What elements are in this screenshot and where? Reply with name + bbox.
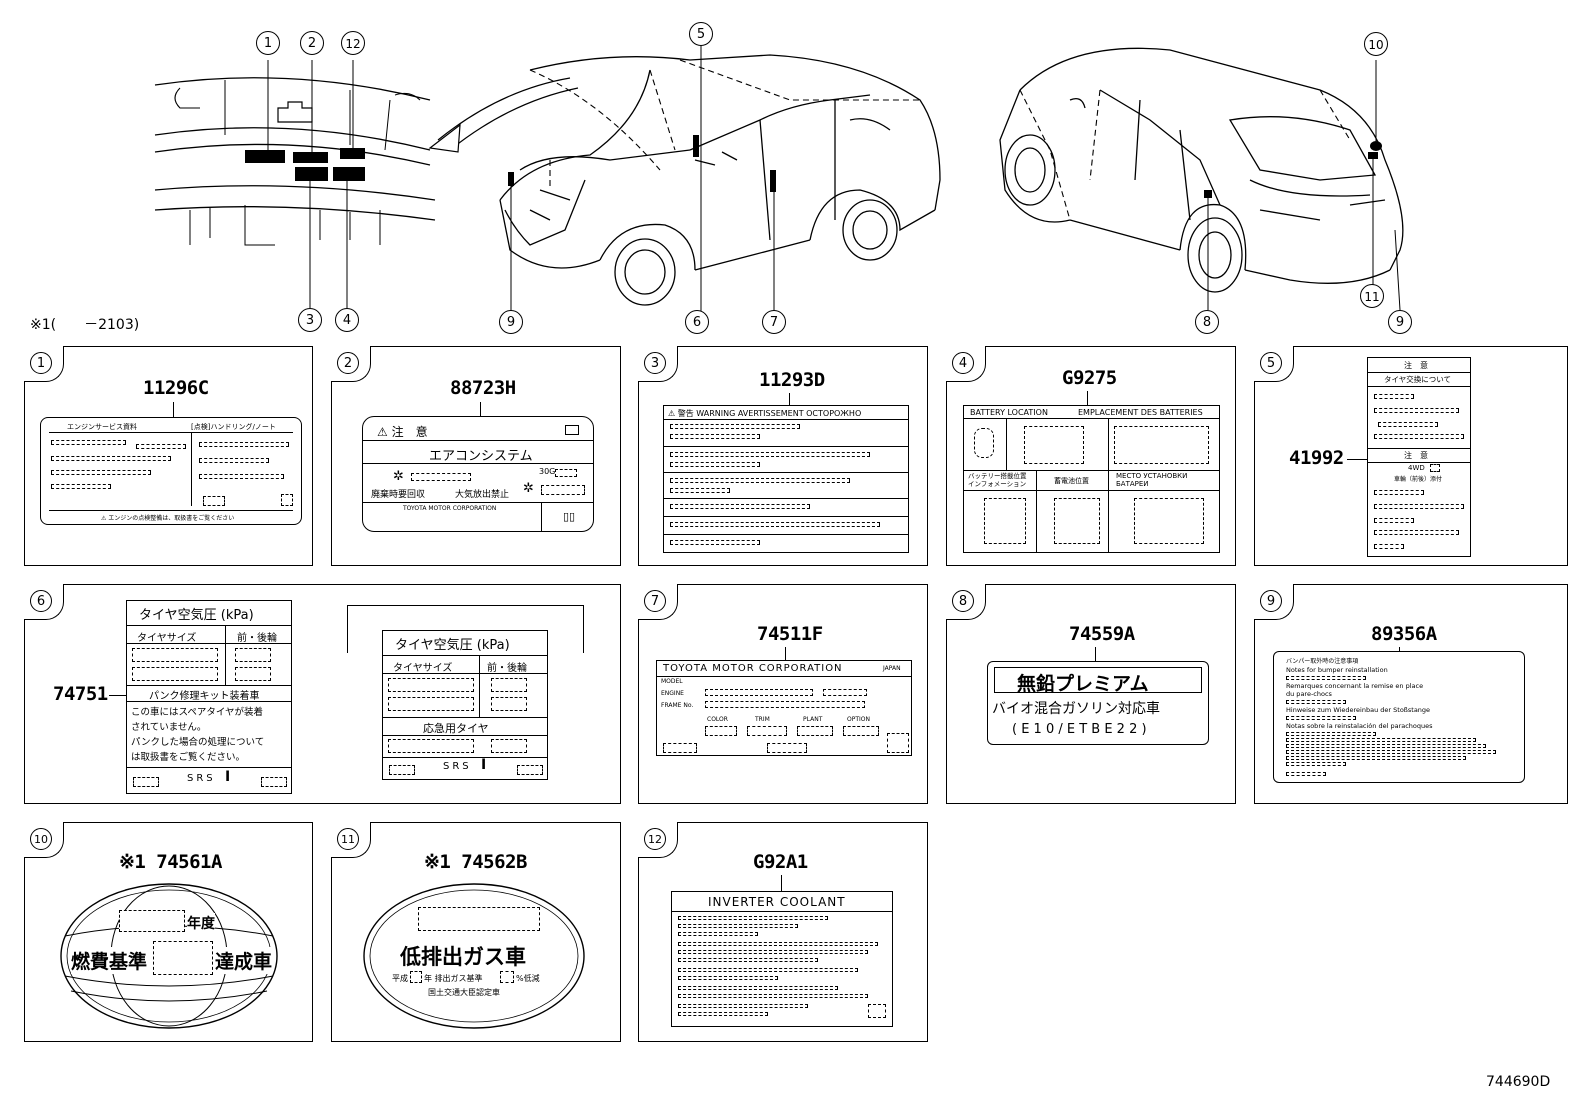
part-number: 89356A bbox=[1371, 623, 1437, 645]
panel-number: 4 bbox=[952, 352, 974, 374]
callout-1: 1 bbox=[256, 31, 280, 55]
panel-number: 8 bbox=[952, 590, 974, 612]
callout-9-rear: 9 bbox=[1388, 310, 1412, 334]
panel-9: 9 89356A バンパー取外時の注意事項 Notes for bumper r… bbox=[1254, 584, 1568, 804]
part-number: 74511F bbox=[757, 623, 823, 645]
callout-10: 10 bbox=[1364, 32, 1388, 56]
panel-2: 2 88723H ⚠ 注 意 エアコンシステム ✲ 30G 廃棄時要回収 大気放… bbox=[331, 346, 621, 566]
callout-3: 3 bbox=[298, 308, 322, 332]
label-warning: ⚠ 警告 WARNING AVERTISSEMENT OCTOPOЖHO bbox=[663, 405, 909, 553]
panel-number: 9 bbox=[1260, 590, 1282, 612]
panel-12: 12 G92A1 INVERTER COOLANT bbox=[638, 822, 928, 1042]
label-aircon: ⚠ 注 意 エアコンシステム ✲ 30G 廃棄時要回収 大気放出禁止 ✲ TOY… bbox=[362, 416, 594, 532]
panel-4: 4 G9275 BATTERY LOCATION EMPLACEMENT DES… bbox=[946, 346, 1236, 566]
panel-number: 5 bbox=[1260, 352, 1282, 374]
part-number: ※1 74561A bbox=[119, 851, 222, 873]
panel-10: 10 ※1 74561A 年度 燃費基準 達成車 bbox=[24, 822, 313, 1042]
pointer-arrow bbox=[428, 77, 579, 153]
callout-6: 6 bbox=[685, 310, 709, 334]
part-number: 74559A bbox=[1069, 623, 1135, 645]
panel-number: 7 bbox=[644, 590, 666, 612]
panel-5: 5 41992 注 意 タイヤ交換について 注 意 4WD 車輪（前後）添付 bbox=[1254, 346, 1568, 566]
label-tire-pressure-repair-kit: タイヤ空気圧 (kPa) タイヤサイズ 前・後輪 パンク修理キット装着車 この車… bbox=[126, 600, 292, 794]
callout-11: 11 bbox=[1360, 284, 1384, 308]
label-fuel-economy bbox=[60, 883, 278, 1029]
engine-bay-detail bbox=[154, 60, 436, 308]
part-number: G9275 bbox=[1062, 367, 1117, 389]
label-battery-location: BATTERY LOCATION EMPLACEMENT DES BATTERI… bbox=[963, 405, 1220, 553]
part-number: 88723H bbox=[450, 377, 516, 399]
part-number: 11296C bbox=[143, 377, 209, 399]
callout-2: 2 bbox=[300, 31, 324, 55]
callout-4: 4 bbox=[335, 308, 359, 332]
panel-number: 3 bbox=[644, 352, 666, 374]
callout-7: 7 bbox=[762, 310, 786, 334]
label-inverter-coolant: INVERTER COOLANT bbox=[671, 891, 893, 1027]
callout-12: 12 bbox=[341, 31, 365, 55]
callout-8: 8 bbox=[1195, 310, 1219, 334]
panel-number: 6 bbox=[30, 590, 52, 612]
part-number: ※1 74562B bbox=[424, 851, 527, 873]
panel-11: 11 ※1 74562B 低排出ガス車 平成 年 排出ガス基準 %低減 国土交通… bbox=[331, 822, 621, 1042]
label-low-emission bbox=[363, 883, 585, 1029]
callout-9-front: 9 bbox=[499, 310, 523, 334]
diagram-code: 744690D bbox=[1486, 1074, 1551, 1090]
part-number: 11293D bbox=[759, 369, 825, 391]
label-tire-caution: 注 意 タイヤ交換について 注 意 4WD 車輪（前後）添付 bbox=[1367, 357, 1471, 557]
part-number: 41992 bbox=[1289, 447, 1344, 469]
front-car-illustration bbox=[499, 30, 941, 312]
footnote: ※1( －2103) bbox=[30, 317, 140, 333]
panel-number: 1 bbox=[30, 352, 52, 374]
part-number: 74751 bbox=[53, 683, 108, 705]
panel-number: 2 bbox=[337, 352, 359, 374]
panel-number: 10 bbox=[30, 828, 52, 850]
label-tire-pressure-spare: タイヤ空気圧 (kPa) タイヤサイズ 前・後輪 応急用タイヤ SRS I bbox=[382, 630, 548, 780]
panel-8: 8 74559A 無鉛プレミアム バイオ混合ガソリン対応車 ( E 1 0 / … bbox=[946, 584, 1236, 804]
panel-7: 7 74511F TOYOTA MOTOR CORPORATION JAPAN … bbox=[638, 584, 928, 804]
label-vehicle-id: TOYOTA MOTOR CORPORATION JAPAN MODEL ENG… bbox=[656, 660, 912, 756]
label-premium-unleaded: 無鉛プレミアム バイオ混合ガソリン対応車 ( E 1 0 / E T B E 2… bbox=[987, 661, 1209, 745]
rear-car-illustration bbox=[999, 47, 1404, 311]
label-engine-service: エンジンサービス資料 [点検]ハンドリング/ノート ⚠ エンジンの点検整備は、取… bbox=[40, 417, 302, 525]
panel-1: 1 11296C エンジンサービス資料 [点検]ハンドリング/ノート ⚠ エンジ… bbox=[24, 346, 313, 566]
part-number: G92A1 bbox=[753, 851, 808, 873]
panel-6: 6 74751 タイヤ空気圧 (kPa) タイヤサイズ 前・後輪 パンク修理キッ… bbox=[24, 584, 621, 804]
label-bumper-notes: バンパー取外時の注意事項 Notes for bumper reinstalla… bbox=[1273, 651, 1525, 783]
panel-number: 12 bbox=[644, 828, 666, 850]
callout-5: 5 bbox=[689, 22, 713, 46]
panel-number: 11 bbox=[337, 828, 359, 850]
panel-3: 3 11293D ⚠ 警告 WARNING AVERTISSEMENT OCTO… bbox=[638, 346, 928, 566]
